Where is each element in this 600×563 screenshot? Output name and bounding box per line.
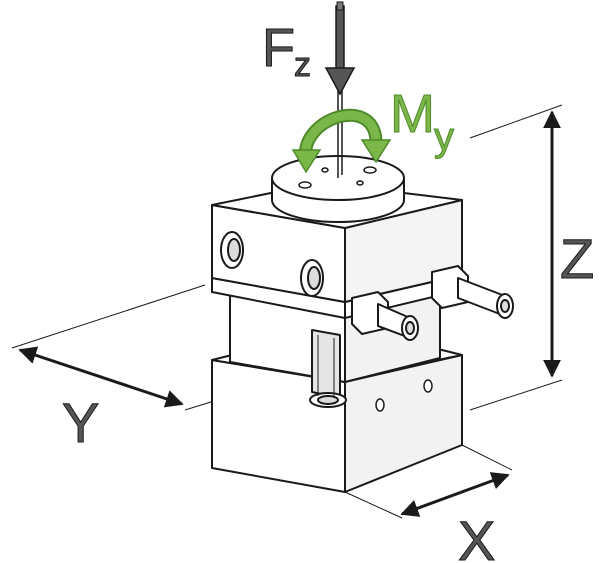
x-dimension-arrow (400, 472, 510, 517)
x-axis-label: X (458, 509, 495, 563)
force-label: F (262, 18, 295, 78)
shaft (337, 88, 343, 178)
moment-arrow-icon (291, 108, 392, 174)
mount-holes (375, 379, 433, 412)
fitting-back (431, 265, 514, 319)
moment-label: M (390, 84, 435, 144)
z-axis-label: Z (560, 227, 594, 290)
force-label-subscript: z (294, 46, 311, 84)
force-arrow-icon (324, 1, 356, 96)
side-ports (220, 231, 324, 297)
y-axis-label: Y (62, 391, 99, 454)
moment-label-subscript: y (434, 115, 454, 159)
fitting-front (351, 291, 419, 341)
y-dimension-arrow (18, 346, 184, 408)
